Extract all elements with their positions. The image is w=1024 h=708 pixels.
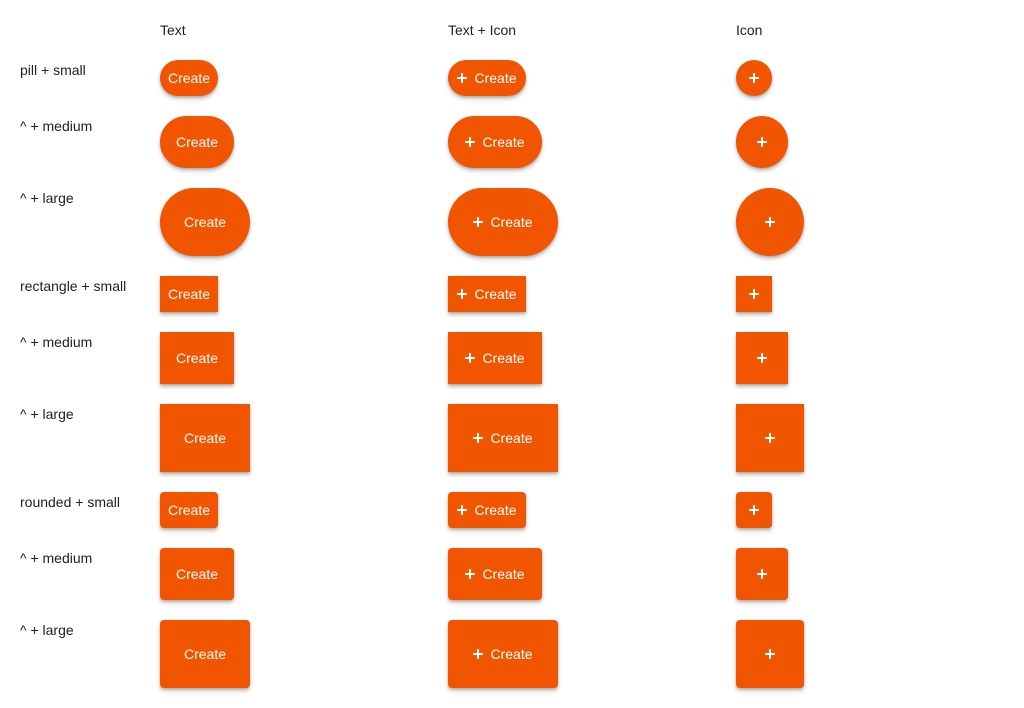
create-button-rounded-large-text[interactable]: Create bbox=[160, 620, 250, 688]
plus-icon bbox=[757, 137, 767, 147]
plus-icon bbox=[465, 353, 476, 363]
create-button-pill-medium-text-icon[interactable]: Create bbox=[448, 116, 542, 168]
create-button-pill-medium-icon[interactable] bbox=[736, 116, 788, 168]
plus-icon bbox=[749, 73, 759, 83]
row-label: ^ + large bbox=[20, 622, 74, 638]
create-button-rectangle-small-text[interactable]: Create bbox=[160, 276, 218, 312]
create-button-pill-large-icon[interactable] bbox=[736, 188, 804, 256]
row-label: ^ + large bbox=[20, 406, 74, 422]
create-button-rounded-small-text-icon[interactable]: Create bbox=[448, 492, 526, 528]
create-button-rounded-large-text-icon[interactable]: Create bbox=[448, 620, 558, 688]
plus-icon bbox=[749, 505, 759, 515]
plus-icon bbox=[457, 505, 468, 515]
create-button-pill-large-text-icon[interactable]: Create bbox=[448, 188, 558, 256]
row-label: ^ + medium bbox=[20, 550, 93, 566]
plus-icon bbox=[765, 217, 775, 227]
create-button-rectangle-large-text[interactable]: Create bbox=[160, 404, 250, 472]
plus-icon bbox=[757, 569, 767, 579]
create-button-rectangle-large-text-icon[interactable]: Create bbox=[448, 404, 558, 472]
row-label: ^ + large bbox=[20, 190, 74, 206]
create-button-pill-large-text[interactable]: Create bbox=[160, 188, 250, 256]
plus-icon bbox=[465, 569, 476, 579]
create-button-label: Create bbox=[183, 214, 227, 230]
create-button-rounded-medium-text-icon[interactable]: Create bbox=[448, 548, 542, 600]
create-button-pill-small-text-icon[interactable]: Create bbox=[448, 60, 526, 96]
create-button-rectangle-medium-text[interactable]: Create bbox=[160, 332, 234, 384]
create-button-label: Create bbox=[474, 286, 517, 302]
create-button-label: Create bbox=[183, 430, 227, 446]
row-label: rectangle + small bbox=[20, 278, 127, 294]
create-button-pill-small-text[interactable]: Create bbox=[160, 60, 218, 96]
create-button-rounded-medium-icon[interactable] bbox=[736, 548, 788, 600]
create-button-pill-medium-text[interactable]: Create bbox=[160, 116, 234, 168]
create-button-label: Create bbox=[183, 646, 227, 662]
row-label: pill + small bbox=[20, 62, 86, 78]
plus-icon bbox=[473, 217, 484, 227]
plus-icon bbox=[765, 649, 775, 659]
plus-icon bbox=[757, 353, 767, 363]
column-header-text: Text bbox=[160, 22, 186, 38]
column-header-icon: Icon bbox=[736, 22, 763, 38]
create-button-label: Create bbox=[175, 566, 219, 582]
row-label: ^ + medium bbox=[20, 118, 93, 134]
create-button-label: Create bbox=[167, 286, 211, 302]
plus-icon bbox=[473, 649, 484, 659]
create-button-label: Create bbox=[490, 214, 533, 230]
create-button-rounded-small-icon[interactable] bbox=[736, 492, 772, 528]
create-button-rectangle-small-icon[interactable] bbox=[736, 276, 772, 312]
create-button-label: Create bbox=[474, 70, 517, 86]
plus-icon bbox=[473, 433, 484, 443]
create-button-label: Create bbox=[167, 502, 211, 518]
create-button-rounded-small-text[interactable]: Create bbox=[160, 492, 218, 528]
create-button-label: Create bbox=[482, 134, 525, 150]
row-label: rounded + small bbox=[20, 494, 121, 510]
create-button-label: Create bbox=[175, 350, 219, 366]
plus-icon bbox=[765, 433, 775, 443]
plus-icon bbox=[457, 289, 468, 299]
plus-icon bbox=[457, 73, 468, 83]
create-button-rectangle-small-text-icon[interactable]: Create bbox=[448, 276, 526, 312]
create-button-label: Create bbox=[482, 566, 525, 582]
plus-icon bbox=[465, 137, 476, 147]
create-button-rectangle-large-icon[interactable] bbox=[736, 404, 804, 472]
plus-icon bbox=[749, 289, 759, 299]
create-button-label: Create bbox=[490, 646, 533, 662]
create-button-pill-small-icon[interactable] bbox=[736, 60, 772, 96]
row-label: ^ + medium bbox=[20, 334, 93, 350]
create-button-label: Create bbox=[474, 502, 517, 518]
column-header-text-icon: Text + Icon bbox=[448, 22, 517, 38]
create-button-label: Create bbox=[175, 134, 219, 150]
create-button-label: Create bbox=[490, 430, 533, 446]
create-button-rounded-medium-text[interactable]: Create bbox=[160, 548, 234, 600]
create-button-label: Create bbox=[482, 350, 525, 366]
create-button-rounded-large-icon[interactable] bbox=[736, 620, 804, 688]
create-button-label: Create bbox=[167, 70, 211, 86]
create-button-rectangle-medium-text-icon[interactable]: Create bbox=[448, 332, 542, 384]
create-button-rectangle-medium-icon[interactable] bbox=[736, 332, 788, 384]
